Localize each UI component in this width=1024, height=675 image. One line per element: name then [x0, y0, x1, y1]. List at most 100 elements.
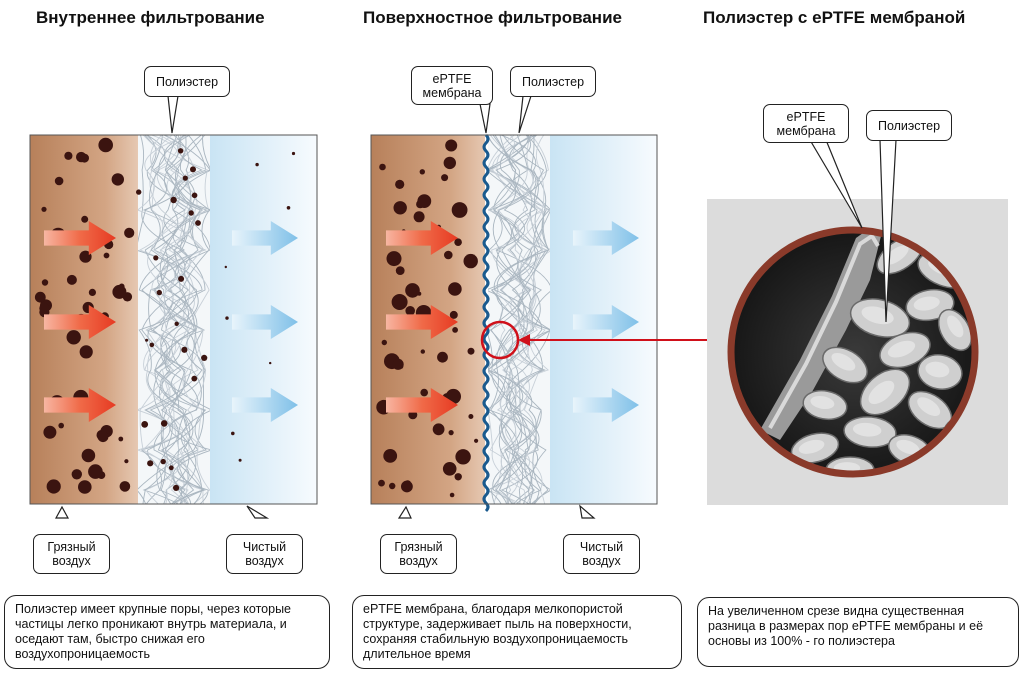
dust-particle: [269, 361, 272, 365]
dust-particle: [88, 288, 96, 296]
sem-fiber-highlight: [913, 296, 940, 311]
dust-particle: [451, 202, 468, 218]
dust-particle: [449, 492, 455, 498]
right-panel-title: Полиэстер с ePTFE мембраной: [703, 8, 966, 27]
dust-particle: [386, 251, 402, 267]
dust-particle: [177, 148, 184, 154]
dust-particle: [124, 459, 129, 464]
dust-particle: [468, 414, 474, 419]
sem-fiber-highlight: [887, 340, 916, 358]
clean-air-label-line2: воздух: [245, 554, 284, 568]
dust-particle: [445, 139, 458, 152]
left-filter: [29, 134, 318, 505]
dust-particle: [255, 162, 259, 167]
dust-particle: [43, 425, 57, 439]
dust-particle: [389, 482, 396, 490]
polyester-callout-right: Полиэстер: [866, 110, 952, 141]
middle-frame: [370, 134, 658, 505]
dust-particle: [34, 291, 46, 303]
dirty-air-arrow: [386, 221, 458, 255]
dust-particle: [432, 423, 445, 436]
dust-particle: [170, 196, 177, 204]
dust-particle: [474, 438, 479, 443]
dust-particle: [79, 250, 92, 263]
dust-particle: [81, 448, 96, 463]
dust-particle: [41, 279, 49, 286]
dust-particle: [118, 436, 124, 442]
eptfe-label-line1: ePTFE: [786, 109, 826, 124]
dust-particle: [173, 484, 180, 491]
dust-particle: [444, 250, 453, 260]
dust-particle: [149, 342, 155, 348]
dust-particle: [437, 351, 448, 363]
sem-fiber-highlight: [917, 397, 941, 417]
sem-fiber-highlight: [884, 245, 909, 265]
dust-particle: [39, 303, 50, 314]
dust-particle: [195, 220, 201, 226]
dust-particle: [381, 339, 387, 346]
description-right: На увеличенном срезе видна существенная …: [697, 597, 1019, 667]
dust-particle: [168, 465, 174, 471]
fiber-strand: [494, 135, 549, 504]
dust-particle: [452, 327, 458, 333]
description-left: Полиэстер имеет крупные поры, через кото…: [4, 595, 330, 669]
polyester-label: Полиэстер: [521, 74, 585, 89]
dirty-air-arrow: [44, 221, 116, 255]
lens-rim: [727, 226, 979, 478]
fiber-strand: [491, 135, 550, 504]
clean-air-arrow: [232, 305, 298, 339]
dust-particle: [66, 330, 81, 345]
dust-particle: [141, 421, 149, 428]
dust-particle: [413, 211, 425, 223]
sem-fiber-highlight: [831, 352, 856, 371]
dust-particle: [448, 282, 462, 296]
left-frame: [29, 134, 318, 505]
dust-particle: [383, 449, 398, 463]
dust-particle: [97, 431, 109, 443]
clean-air-label-line2: воздух: [582, 554, 621, 568]
dust-particle: [98, 137, 113, 153]
sem-fiber-highlight: [925, 361, 950, 378]
fiber-strand: [488, 135, 542, 504]
dust-particle: [417, 194, 432, 209]
dust-particle: [80, 153, 89, 163]
fiber-strand: [488, 135, 550, 504]
fiber-strand: [138, 135, 205, 504]
dust-particle: [188, 210, 194, 216]
fiber-strand: [496, 135, 545, 504]
dirty-air-arrows-left: [44, 221, 116, 422]
dust-particle: [395, 266, 405, 275]
dust-particle: [58, 422, 64, 429]
dirty-air-arrow: [386, 388, 458, 422]
fiber-strand: [488, 135, 549, 504]
dust-particle: [420, 388, 429, 397]
polyester-label: Полиэстер: [155, 74, 219, 89]
dust-particle: [455, 449, 471, 465]
dust-particles-middle: [376, 139, 479, 498]
sem-fiber-highlight: [868, 380, 895, 405]
dust-particle: [156, 289, 162, 296]
eptfe-callout-right: ePTFE мембрана: [763, 104, 849, 143]
dust-particle: [454, 238, 462, 246]
eptfe-membrane-line: [482, 133, 490, 513]
fiber-strand: [153, 135, 196, 504]
dust-particle: [467, 347, 475, 355]
description-middle: ePTFE мембрана, благодаря мелкопористой …: [352, 595, 682, 669]
highlight-arrowhead: [518, 334, 530, 346]
eptfe-label-line2: мембрана: [422, 85, 482, 100]
dust-particle: [393, 201, 407, 215]
clean-air-callout-middle: Чистый воздух: [563, 534, 640, 574]
clean-air-label-line1: Чистый: [579, 540, 624, 554]
dust-particle: [443, 156, 456, 170]
dust-particle: [136, 189, 142, 195]
middle-panel-title: Поверхностное фильтрование: [363, 8, 622, 27]
dust-particle: [160, 458, 166, 465]
sem-fiber-highlight: [947, 315, 964, 338]
dust-particle: [379, 163, 386, 171]
sem-fiber-highlight: [798, 439, 825, 454]
sem-fiber-highlight: [896, 439, 920, 455]
dust-particle: [88, 464, 103, 479]
dust-particle: [291, 151, 296, 156]
fiber-strand: [158, 135, 210, 504]
